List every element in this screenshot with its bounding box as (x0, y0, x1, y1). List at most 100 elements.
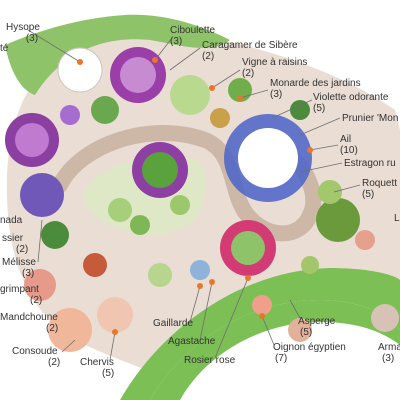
roquette-qty: (5) (362, 189, 375, 200)
leader-oignon (261, 315, 275, 346)
agastache-clump (190, 260, 210, 280)
agastache-name: Agastache (168, 336, 216, 347)
consoude-clump (48, 308, 92, 352)
leader-monarde (239, 89, 269, 99)
violette-qty: (5) (313, 103, 326, 114)
caragana-name: Caragamer de Sibère (202, 40, 298, 51)
leader-lines (27, 29, 361, 361)
violette-name: Violette odorante (313, 92, 389, 103)
estragon-name: Estragon ru (344, 158, 396, 169)
hedge-border (5, 14, 230, 96)
ssier-qty: (2) (16, 244, 29, 255)
rosier-name: Rosier rose (184, 355, 236, 366)
melisse-name: Mélisse (2, 257, 36, 268)
label-estragon: Estragon ru (344, 158, 396, 169)
label-ciboulette: Ciboulette(3) (170, 25, 215, 47)
leader-violette (271, 99, 313, 119)
grimpant-qty: (2) (30, 295, 43, 306)
monarde-qty: (3) (270, 89, 283, 100)
hysope-clump (57, 47, 103, 93)
small-bush-7 (355, 230, 375, 250)
leader-consoude (61, 339, 76, 353)
label-chervis: Chervis(5) (80, 357, 114, 379)
melisse-qty: (3) (22, 268, 35, 279)
grimpant-name: grimpant (0, 284, 39, 295)
label-hysope: Hysope(3) (6, 22, 40, 44)
garden-path (52, 125, 322, 242)
leader-ciboulette (154, 37, 173, 61)
roquette-name: Roquett (362, 178, 398, 189)
label-gaillarde: Gaillarde (153, 318, 193, 329)
small-bush-2 (130, 215, 150, 235)
marker-2 (152, 57, 158, 63)
marker-5 (307, 147, 313, 153)
monarde-tree-inner (142, 152, 178, 188)
leader-agastache (199, 281, 213, 341)
ssier-name: ssier (2, 233, 24, 244)
lawn-strip (150, 300, 400, 400)
ail-qty: (10) (340, 145, 358, 156)
small-bush-6 (60, 105, 80, 125)
leader-vigne (211, 69, 241, 89)
leader-asperge (289, 299, 301, 319)
leader-rosier (214, 277, 249, 359)
oignon-clump (252, 295, 272, 315)
label-agastache: Agastache (168, 336, 215, 347)
caragana-qty: (2) (202, 51, 215, 62)
label-ail: Ail(10) (340, 134, 358, 156)
small-bush-1 (108, 198, 132, 222)
roquette-clump (318, 180, 342, 204)
chervis-name: Chervis (80, 357, 114, 368)
melisse-tree (20, 173, 64, 217)
small-bush-8 (301, 256, 319, 274)
consoude-name: Consoude (12, 346, 58, 357)
arma-qty: (3) (382, 353, 395, 364)
prunier-name: Prunier 'Mon (342, 113, 399, 124)
vigne-qty: (2) (242, 68, 255, 79)
label-oignon: Oignon égyptien(7) (273, 342, 346, 364)
te-name: té (0, 43, 9, 54)
label-consoude: Consoude(2) (12, 346, 60, 368)
marker-10 (112, 329, 118, 335)
mandchoune-clump (24, 269, 56, 301)
plant-clumps (5, 47, 399, 352)
mandchoune-qty: (2) (46, 323, 59, 334)
consoude-qty: (2) (48, 357, 61, 368)
label-roquette: Roquett(5) (362, 178, 397, 200)
prunier-tree-inner (120, 57, 156, 93)
label-ssier: ssier(2) (2, 233, 28, 255)
ail-clump (316, 198, 360, 242)
chervis-qty: (5) (102, 368, 115, 379)
label-markers (77, 57, 313, 335)
lawn-cutout (150, 300, 400, 400)
mandchoune-name: Mandchoune (0, 312, 58, 323)
hysope-name: Hysope (6, 22, 40, 33)
leader-chervis (109, 331, 116, 361)
l-name: L (394, 213, 400, 224)
arma-name: Arma (378, 342, 400, 353)
leader-ail (309, 144, 339, 151)
marker-3 (209, 85, 215, 91)
nada-name: nada (0, 215, 23, 226)
hysope-qty: (3) (25, 33, 39, 44)
marker-1 (77, 59, 83, 65)
leader-estragon (299, 162, 343, 173)
leader-melisse (37, 219, 43, 263)
marker-4 (237, 95, 243, 101)
leader-roquette (333, 184, 361, 193)
label-prunier: Prunier 'Mon (342, 113, 398, 124)
oignon-qty: (7) (275, 353, 288, 364)
asperge-name: Asperge (298, 316, 336, 327)
monarde-name: Monarde des jardins (270, 78, 361, 89)
label-te: té (0, 43, 8, 54)
leader-caragana (169, 47, 201, 71)
ciboulette-qty: (3) (170, 36, 183, 47)
marker-6 (197, 283, 203, 289)
label-nada: nada (0, 215, 22, 226)
grimpant-clump (83, 253, 107, 277)
vigne-name: Vigne à raisins (242, 57, 308, 68)
marker-8 (245, 275, 251, 281)
asperge-clump (288, 318, 312, 342)
